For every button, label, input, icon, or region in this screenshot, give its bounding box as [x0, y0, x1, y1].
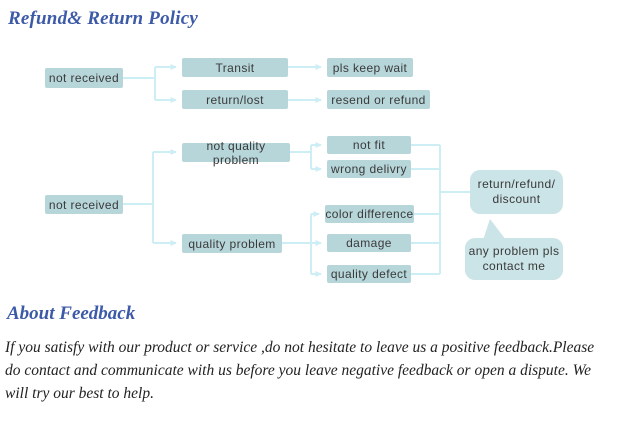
node-not-received-top: not received	[45, 68, 123, 88]
node-wrong-delivry: wrong delivry	[327, 160, 411, 178]
note-speech-bubble: any problem pls contact me	[465, 238, 563, 280]
node-not-fit: not fit	[327, 136, 411, 154]
node-return-lost: return/lost	[182, 90, 288, 109]
speech-bubble-tail	[483, 219, 506, 240]
node-resend-or-refund: resend or refund	[327, 90, 430, 109]
page-title: Refund& Return Policy	[8, 8, 198, 29]
about-line-3: will try our best to help.	[5, 385, 154, 402]
node-not-received-bottom: not received	[45, 195, 123, 214]
about-feedback-paragraph: If you satisfy with our product or servi…	[5, 336, 621, 405]
node-color-difference: color difference	[325, 205, 414, 223]
about-line-2: do contact and communicate with us befor…	[5, 362, 591, 379]
node-pls-keep-wait: pls keep wait	[327, 58, 413, 77]
outcome-line-1: return/refund/	[477, 177, 556, 191]
about-line-1: If you satisfy with our product or servi…	[5, 339, 595, 356]
note-line-2: contact me	[482, 259, 546, 273]
outcome-line-2: discount	[492, 192, 541, 206]
node-not-quality-problem: not quality problem	[182, 139, 290, 167]
node-damage: damage	[327, 234, 411, 252]
about-feedback-heading: About Feedback	[7, 303, 136, 324]
node-outcome: return/refund/ discount	[470, 170, 563, 214]
node-transit: Transit	[182, 58, 288, 77]
note-line-1: any problem pls	[468, 244, 560, 258]
node-quality-defect: quality defect	[327, 265, 411, 283]
node-quality-problem: quality problem	[182, 234, 282, 253]
